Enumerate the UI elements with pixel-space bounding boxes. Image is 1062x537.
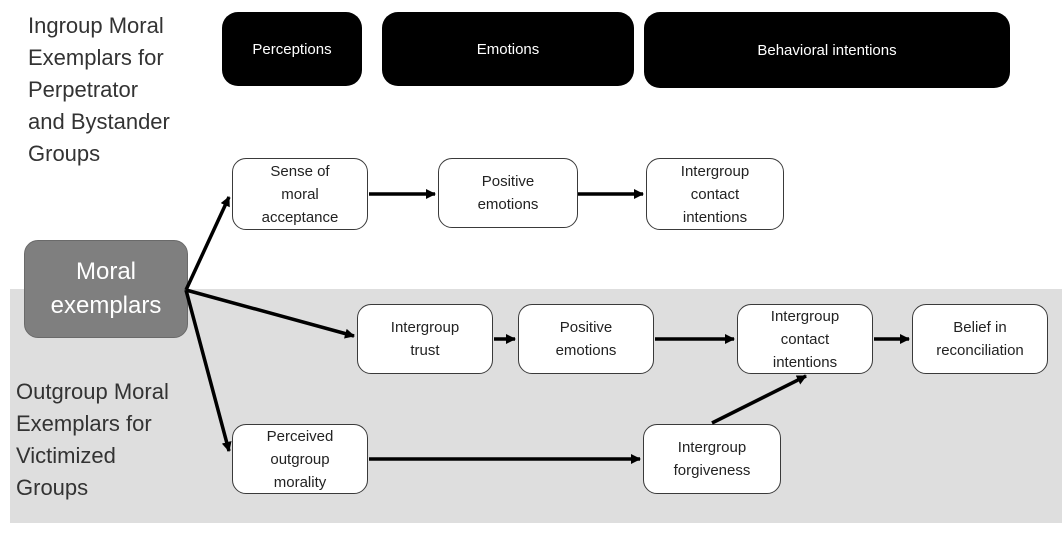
intergroup-forgiveness-node: Intergroup forgiveness [643,424,781,494]
intergroup-contact-intentions-mid-node: Intergroup contact intentions [737,304,873,374]
arrow-exemplars-to-outgroup-morality [184,289,232,452]
intergroup-contact-intentions-top-node: Intergroup contact intentions [646,158,784,230]
ingroup-label: Ingroup Moral Exemplars for Perpetrator … [28,13,170,166]
positive-emotions-mid-node: Positive emotions [518,304,654,374]
belief-in-reconciliation-node: Belief in reconciliation [912,304,1048,374]
arrow-exemplars-to-trust [185,288,355,339]
sense-of-moral-acceptance-node: Sense of moral acceptance [232,158,368,230]
header-emotions: Emotions [382,12,634,86]
header-perceptions: Perceptions [222,12,362,86]
moral-exemplars-node: Moral exemplars [24,240,188,338]
positive-emotions-top-node: Positive emotions [438,158,578,228]
arrow-exemplars-to-moral-acceptance [184,196,231,291]
arrow-forgiveness-to-contact [711,374,807,425]
header-behavioral-intentions: Behavioral intentions [644,12,1010,88]
outgroup-label: Outgroup Moral Exemplars for Victimized … [16,379,169,500]
perceived-outgroup-morality-node: Perceived outgroup morality [232,424,368,494]
intergroup-trust-node: Intergroup trust [357,304,493,374]
